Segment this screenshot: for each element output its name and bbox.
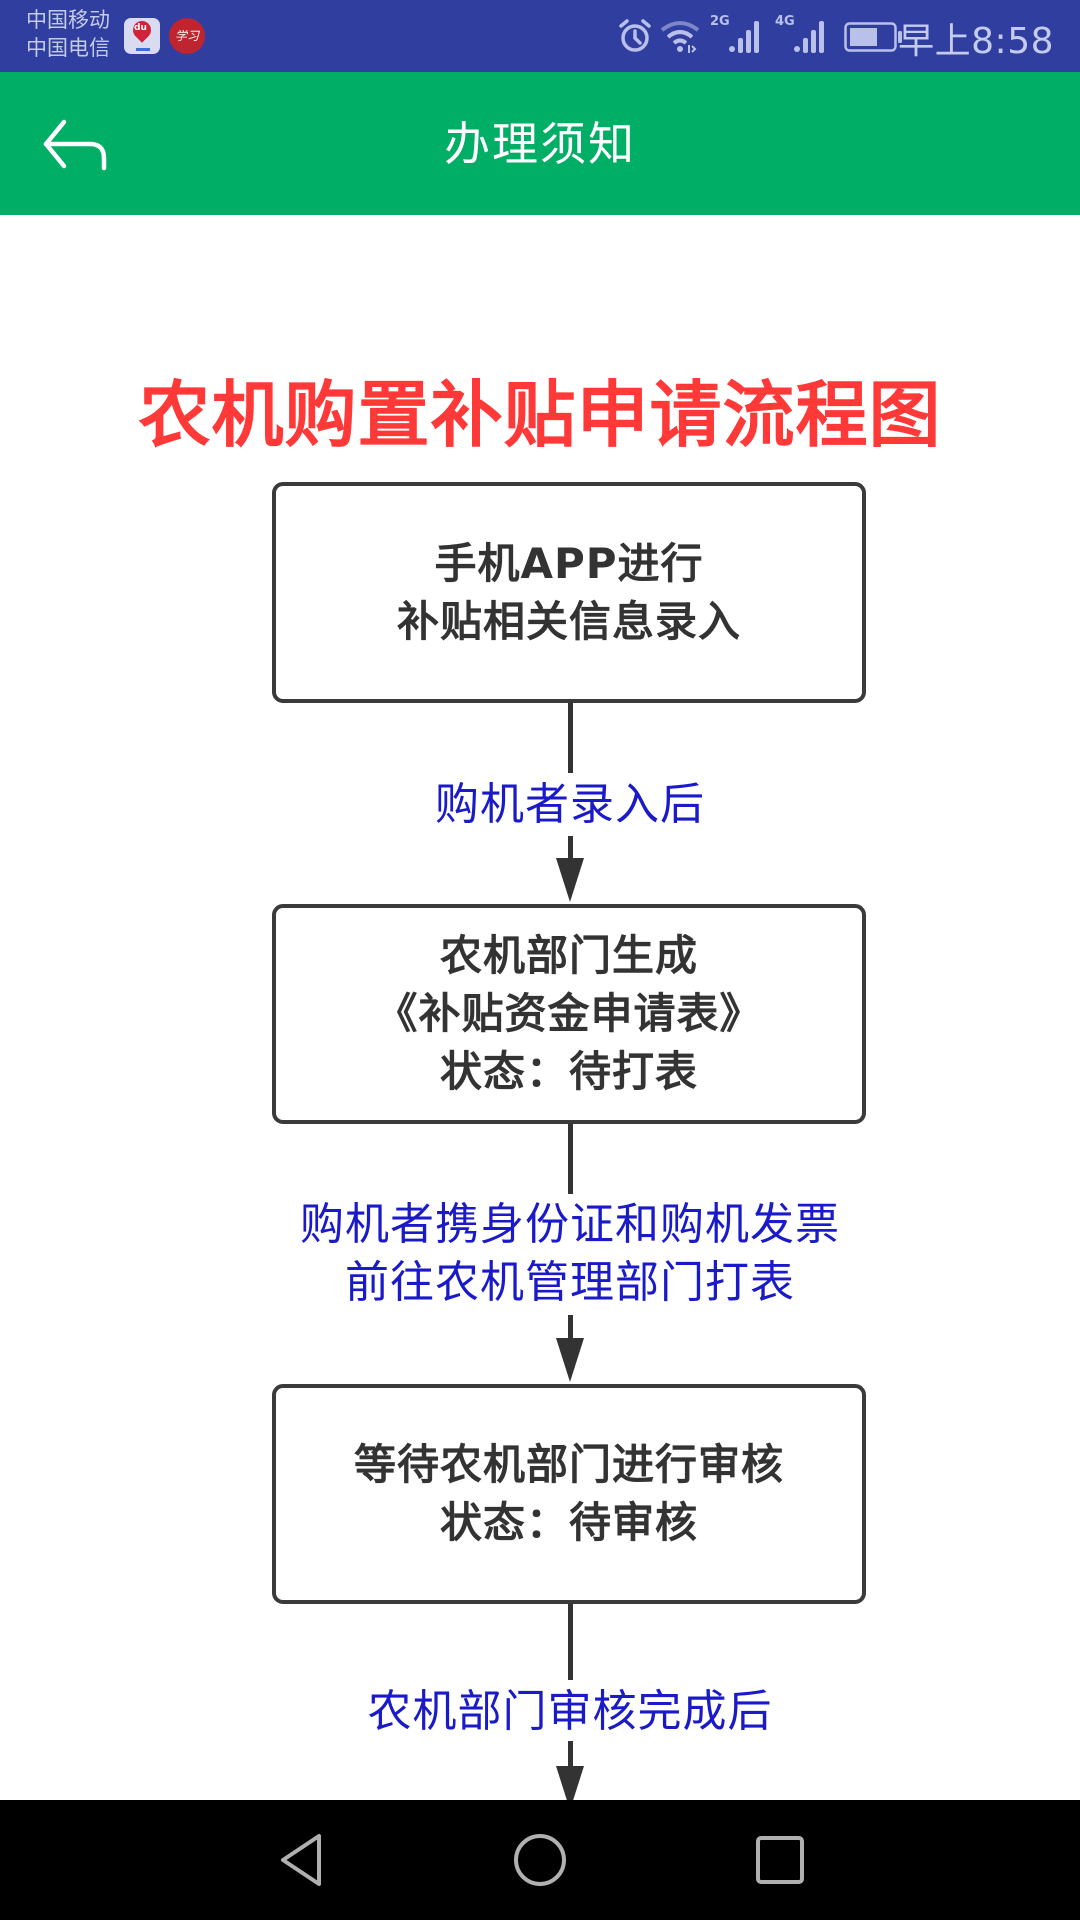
flow-step-2-line-1: 农机部门生成 [439, 931, 698, 980]
flow-step-1-line-2: 补贴相关信息录入 [396, 596, 741, 646]
clock: 早上8:58 [898, 21, 1054, 62]
signal-4g-icon: 4G [775, 14, 829, 54]
battery-icon [844, 22, 902, 52]
alarm-icon [619, 19, 651, 52]
system-nav-bar [0, 1800, 1080, 1920]
connector-line [568, 703, 573, 773]
flowchart-title: 农机购置补贴申请流程图 [138, 373, 942, 457]
flow-transition-1: 购机者录入后 [435, 779, 705, 830]
back-button[interactable] [30, 108, 120, 180]
flow-step-3-line-1: 等待农机部门进行审核 [353, 1440, 784, 1489]
flow-step-2: 农机部门生成 《补贴资金申请表》 状态：待打表 [272, 904, 866, 1124]
carrier-1: 中国移动 [26, 8, 110, 32]
flow-transition-3: 农机部门审核完成后 [367, 1686, 773, 1737]
nav-recents-button[interactable] [734, 1814, 826, 1906]
flow-step-1: 手机APP进行 补贴相关信息录入 [272, 482, 866, 703]
page-title: 办理须知 [444, 117, 636, 171]
nav-back-button[interactable] [253, 1814, 345, 1906]
xuexi-app-icon: 学习 [169, 18, 205, 54]
carrier-2: 中国电信 [26, 36, 110, 60]
nav-back-icon [281, 1834, 321, 1886]
flow-step-3: 等待农机部门进行审核 状态：待审核 [272, 1384, 866, 1604]
connector-line [568, 1124, 573, 1194]
flow-step-2-line-3: 状态：待打表 [439, 1047, 698, 1096]
wifi-icon [660, 21, 700, 53]
carrier-info: 中国移动 中国电信 [26, 6, 110, 62]
flow-transition-2: 购机者携身份证和购机发票 前往农机管理部门打表 [300, 1199, 840, 1308]
nav-home-icon [514, 1834, 566, 1886]
flow-step-3-line-2: 状态：待审核 [439, 1498, 698, 1547]
connector-line [568, 836, 573, 860]
arrow-down-icon [556, 858, 584, 902]
flow-step-2-line-2: 《补贴资金申请表》 [375, 989, 763, 1038]
baidu-maps-icon: du [124, 18, 160, 54]
toolbar: 办理须知 [0, 72, 1080, 215]
status-bar: 中国移动 中国电信 du 学习 2G 4G [0, 0, 1080, 72]
flow-step-1-line-1: 手机APP进行 [434, 538, 704, 588]
nav-recents-icon [756, 1836, 804, 1884]
connector-line [568, 1315, 573, 1341]
connector-line [568, 1604, 573, 1680]
nav-home-button[interactable] [494, 1814, 586, 1906]
arrow-down-icon [556, 1338, 584, 1382]
connector-line [568, 1741, 573, 1769]
back-arrow-icon [43, 119, 107, 171]
signal-2g-icon: 2G [710, 14, 764, 54]
